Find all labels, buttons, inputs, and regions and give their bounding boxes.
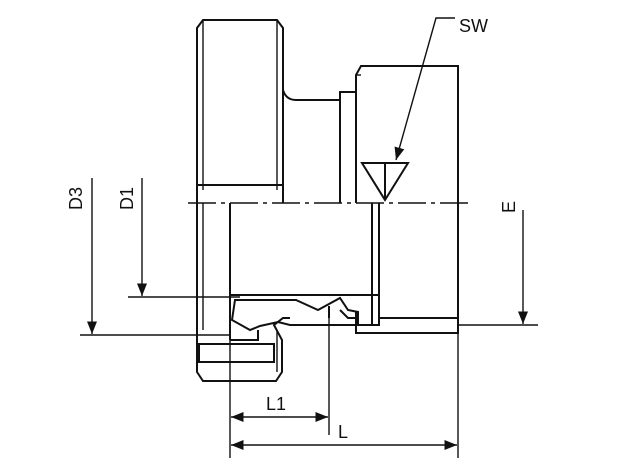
d1-label: D1 (117, 187, 137, 210)
d3-label: D3 (66, 187, 86, 210)
cone-hatch (230, 296, 359, 332)
neck-outline (282, 89, 356, 101)
bore-outline (229, 203, 378, 296)
lower-section (196, 203, 459, 382)
nut-inner-step (230, 330, 259, 341)
nut-lower-outline (196, 203, 290, 382)
l-label: L (338, 422, 348, 442)
upper-outline (196, 19, 459, 203)
dimensions (80, 17, 538, 458)
hex-body-outline (355, 65, 459, 203)
nut-lower-hatch (198, 343, 275, 363)
e-label: E (499, 201, 519, 213)
nut-upper-outline (196, 19, 284, 203)
sw-leader-line (394, 17, 455, 161)
sw-label: SW (459, 16, 488, 36)
body-lower-step (339, 309, 356, 319)
l1-label: L1 (266, 394, 286, 414)
